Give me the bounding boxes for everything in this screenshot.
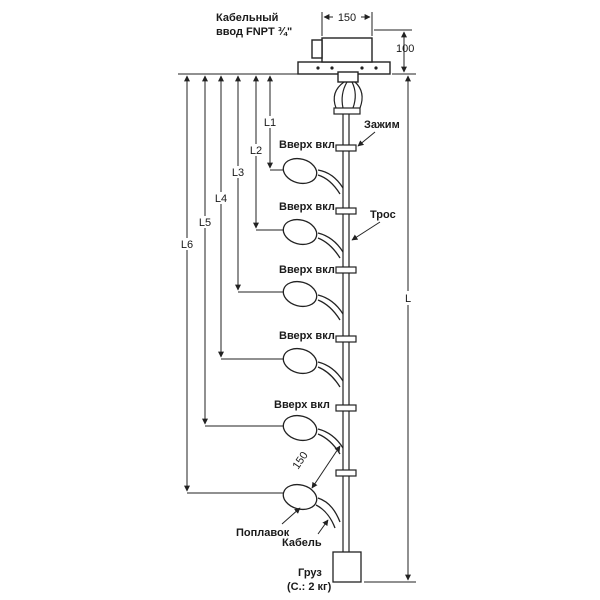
level-dimension-labels: L1 L2 L3 L4 L5 L6 bbox=[180, 116, 277, 251]
terminal-housing bbox=[321, 37, 373, 63]
float-label-4: Вверх вкл bbox=[279, 330, 335, 342]
float-offset-dimension bbox=[311, 445, 341, 489]
l4-label: L4 bbox=[215, 193, 227, 205]
l3-label: L3 bbox=[232, 167, 244, 179]
flange-bolts bbox=[316, 66, 378, 70]
float-6 bbox=[282, 483, 341, 529]
clamp-label: Зажим bbox=[364, 119, 400, 131]
float-3 bbox=[282, 280, 344, 321]
head-width-dimension bbox=[321, 12, 373, 36]
cable-entry-port bbox=[311, 39, 323, 59]
float-5 bbox=[282, 414, 344, 455]
total-length-dimension bbox=[364, 73, 416, 583]
cable-entry-label-line2: ввод FNPT ¾" bbox=[216, 26, 292, 38]
weight-label-line2: (С.: 2 кг) bbox=[287, 581, 332, 593]
cable-entry-label-line1: Кабельный bbox=[216, 12, 278, 24]
head-height-value: 100 bbox=[396, 43, 414, 55]
level-dimensions bbox=[184, 75, 273, 492]
float-offset-value: 150 bbox=[291, 450, 311, 472]
float-label: Поплавок bbox=[236, 527, 290, 539]
callout-leaders bbox=[281, 131, 381, 535]
switch-head bbox=[297, 37, 391, 83]
l1-label: L1 bbox=[264, 117, 276, 129]
rope-label: Трос bbox=[370, 209, 396, 221]
l5-label: L5 bbox=[199, 217, 211, 229]
float-1 bbox=[282, 157, 344, 195]
weight-label-line1: Груз bbox=[298, 567, 322, 579]
float-label-1: Вверх вкл bbox=[279, 139, 335, 151]
float-4 bbox=[282, 347, 344, 388]
float-labels: Вверх вкл Вверх вкл Вверх вкл Вверх вкл … bbox=[274, 139, 335, 411]
float-label-3: Вверх вкл bbox=[279, 264, 335, 276]
clamps bbox=[335, 144, 357, 477]
float-label-5: Вверх вкл bbox=[274, 399, 330, 411]
l2-label: L2 bbox=[250, 145, 262, 157]
level-leaders bbox=[187, 169, 284, 494]
float-2 bbox=[282, 218, 344, 259]
weight bbox=[332, 551, 362, 583]
floats bbox=[282, 157, 344, 529]
l6-label: L6 bbox=[181, 239, 193, 251]
head-nipple bbox=[337, 71, 359, 83]
float-label-2: Вверх вкл bbox=[279, 201, 335, 213]
total-length-label: L bbox=[405, 293, 411, 305]
head-wires bbox=[333, 81, 363, 115]
cable-label: Кабель bbox=[282, 537, 322, 549]
head-width-value: 150 bbox=[338, 12, 356, 24]
central-rope bbox=[342, 114, 350, 552]
